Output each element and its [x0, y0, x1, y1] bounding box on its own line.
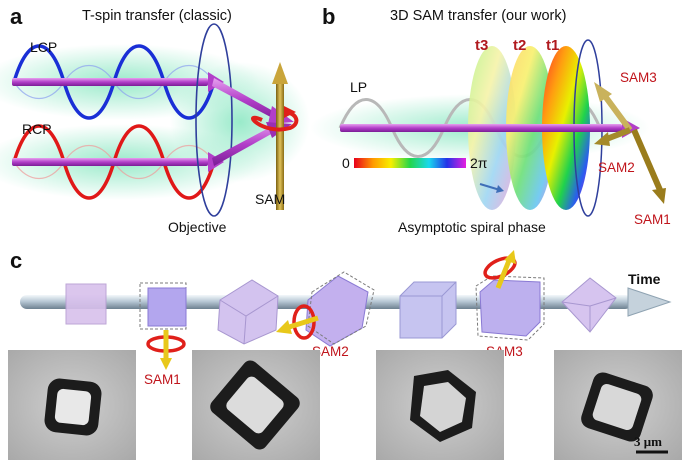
particle-cube-2: [139, 282, 187, 330]
sam-arrow-head: [272, 62, 288, 84]
plate-spacing-arrow-head: [496, 185, 504, 193]
lcp-beam: [12, 78, 208, 86]
micrograph-4: [554, 350, 682, 460]
micrograph-3: [376, 350, 504, 460]
particle-cube-6: [475, 275, 545, 341]
spin-curl-icon: [251, 110, 299, 132]
sam3-arrow-head: [594, 82, 612, 102]
b-sam1-label: SAM1: [634, 212, 671, 227]
sam1-arrow-head: [652, 188, 666, 204]
phase-colorbar: [354, 158, 466, 168]
c-sam2-arrow-head: [276, 320, 292, 334]
focused-beam-top: [212, 78, 282, 122]
panel-a-letter: a: [10, 4, 23, 29]
c-sam3-arrow-head: [504, 250, 516, 264]
particle-cube-1: [65, 283, 107, 325]
panel-b: b 3D SAM transfer (our work) LP t3 t2 t1…: [310, 4, 671, 235]
lcp-label: LCP: [30, 39, 57, 55]
time-axis-head: [627, 287, 672, 317]
c-sam2-arrow: [285, 315, 319, 331]
particle-cube-5: [399, 281, 457, 339]
sam1-arrow: [631, 128, 663, 192]
objective-label: Objective: [168, 219, 227, 235]
b-sam2-label: SAM2: [598, 160, 635, 175]
micrograph-2: [192, 350, 320, 460]
sam-arrow-shaft: [276, 82, 284, 210]
rcp-beam: [12, 158, 208, 166]
colorbar-min-label: 0: [342, 155, 350, 171]
panel-a: a T-spin transfer (classic) LCP RCP Obje…: [0, 4, 310, 235]
time-label: Time: [628, 271, 661, 287]
b-beam: [340, 124, 622, 132]
panel-c-letter: c: [10, 248, 22, 273]
c-sam1-label: SAM1: [144, 372, 181, 387]
rcp-label: RCP: [22, 121, 52, 137]
colorbar-max-label: 2π: [470, 155, 488, 171]
scale-bar-label: 3 μm: [634, 434, 662, 449]
focused-beam-bottom: [212, 122, 282, 166]
t3-label: t3: [475, 37, 488, 54]
sam2-arrow-head: [594, 132, 610, 146]
c-sam1-arrow-head: [160, 358, 172, 370]
objective-lens: [195, 23, 233, 217]
particle-cube-4: [305, 271, 375, 347]
c-sam2-spin-icon: [292, 304, 316, 340]
c-sam3-arrow: [495, 257, 513, 289]
panel-c: c Time: [8, 248, 682, 460]
panel-a-title: T-spin transfer (classic): [82, 8, 232, 24]
spin-curl-head: [284, 106, 296, 118]
micrograph-1: [8, 350, 136, 460]
phase-caption: Asymptotic spiral phase: [398, 219, 546, 235]
sam3-arrow: [599, 90, 633, 132]
t1-label: t1: [546, 37, 559, 54]
panel-b-letter: b: [322, 4, 335, 29]
sam-label: SAM: [255, 191, 285, 207]
panel-b-title: 3D SAM transfer (our work): [390, 8, 566, 24]
lp-label: LP: [350, 79, 367, 95]
particle-cube-7: [561, 277, 617, 333]
c-sam2-label: SAM2: [312, 344, 349, 359]
particle-cube-3: [217, 279, 279, 345]
plate-spacing-arrow: [479, 183, 501, 191]
t2-label: t2: [513, 37, 526, 54]
b-sam3-label: SAM3: [620, 70, 657, 85]
